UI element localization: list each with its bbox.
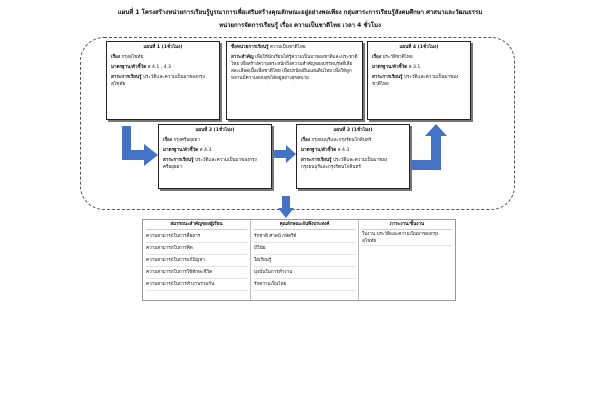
content-value: ประวัติและความเป็นมาของกรุงธนบุรีและกรุง… xyxy=(301,158,388,170)
standard-label: มาตรฐาน/ตัวชี้วัด xyxy=(301,148,337,153)
unit-3-heading: แผนที่ 3 (1ชั่วโมง) xyxy=(333,128,373,133)
main-unit-box: ชื่อหน่วยการเรียนรู้ ความเป็นชาติไทย สาร… xyxy=(226,41,363,120)
unit-1-box: แผนที่ 1 (1ชั่วโมง) เรื่อง กรุงสุโขทัย ม… xyxy=(106,41,220,120)
unit-1-content: สาระการเรียนรู้ ประวัติและความเป็นมาของก… xyxy=(111,74,215,88)
content-value: ประวัติและความเป็นมาของกรุงสุโขทัย xyxy=(111,75,205,87)
key-concept-value: เพื่อให้นักเรียนได้รู้ความเป็นมาของชาติแ… xyxy=(231,55,358,81)
unit-name-label: ชื่อหน่วยการเรียนรู้ xyxy=(231,45,269,50)
unit-2-topic: เรื่อง กรุงศรีอยุธยา xyxy=(163,137,267,144)
standard-label: มาตรฐาน/ตัวชี้วัด xyxy=(111,65,147,70)
content-value: ประวัติและความเป็นมาของกรุงศรีอยุธยา xyxy=(163,158,257,170)
characteristic-item: รักความเป็นไทย xyxy=(254,279,355,291)
unit-3-standard: มาตรฐาน/ตัวชี้วัด ส 4.3 xyxy=(301,147,405,154)
competency-item: ความสามารถในการแก้ปัญหา xyxy=(146,255,247,267)
unit-1-heading: แผนที่ 1 (1ชั่วโมง) xyxy=(143,45,183,50)
competency-item: ความสามารถในการคิด xyxy=(146,243,247,255)
task-item: ใบงาน ประวัติและความเป็นมาของกรุงสุโขทัย xyxy=(362,231,452,246)
down-arrow-shape xyxy=(278,196,294,218)
content-label: สาระการเรียนรู้ xyxy=(301,158,332,163)
standard-value: ส 4.3 xyxy=(337,148,350,153)
summary-table: สมรรถนะสำคัญของผู้เรียน ความสามารถในการส… xyxy=(142,219,456,301)
characteristic-item: ใฝ่เรียนรู้ xyxy=(254,255,355,267)
standard-value: ส 3.1 xyxy=(408,65,421,70)
arrow-frame-to-bottom xyxy=(278,196,294,218)
competencies-header: สมรรถนะสำคัญของผู้เรียน xyxy=(146,221,247,230)
standard-label: มาตรฐาน/ตัวชี้วัด xyxy=(163,148,199,153)
unit-4-topic: เรื่อง ประวัติชาติไทย xyxy=(372,54,466,61)
arrow-unit3-to-unit4 xyxy=(411,124,447,170)
characteristic-item: มุ่งมั่นในการทำงาน xyxy=(254,267,355,279)
topic-value: ประวัติชาติไทย xyxy=(382,55,413,60)
unit-4-content: สาระการเรียนรู้ ประวัติและความเป็นมาของช… xyxy=(372,74,466,88)
bent-up-arrow-shape xyxy=(411,124,447,170)
bent-arrow-shape xyxy=(122,126,158,166)
standard-value: ส 4.1 , 4.3 xyxy=(147,65,171,70)
page-title: แผนที่ 1 โครงสร้างหน่วยการเรียนรู้บูรณาก… xyxy=(117,9,483,16)
unit-name-value: ความเป็นชาติไทย xyxy=(269,45,306,50)
topic-label: เรื่อง xyxy=(301,138,311,143)
unit-3-topic: เรื่อง กรุงธนบุรีและกรุงรัตนโกสินทร์ xyxy=(301,137,405,144)
content-label: สาระการเรียนรู้ xyxy=(372,75,403,80)
unit-frame xyxy=(80,37,515,210)
topic-value: กรุงสุโขทัย xyxy=(121,55,144,60)
unit-2-box: แผนที่ 2 (1ชั่วโมง) เรื่อง กรุงศรีอยุธยา… xyxy=(158,124,272,189)
unit-3-box: แผนที่ 3 (1ชั่วโมง) เรื่อง กรุงธนบุรีและ… xyxy=(296,124,410,189)
unit-4-standard: มาตรฐาน/ตัวชี้วัด ส 3.1 xyxy=(372,64,466,71)
tasks-header: ภาระงาน/ชิ้นงาน xyxy=(362,221,452,230)
key-concept-label: สาระสำคัญ xyxy=(231,55,254,60)
unit-4-heading: แผนที่ 4 (1ชั่วโมง) xyxy=(399,45,439,50)
unit-2-content: สาระการเรียนรู้ ประวัติและความเป็นมาของก… xyxy=(163,157,267,171)
page-subtitle: หน่วยการจัดการเรียนรู้ เรื่อง ความเป็นชา… xyxy=(219,22,381,29)
main-unit-heading: ชื่อหน่วยการเรียนรู้ ความเป็นชาติไทย xyxy=(231,44,358,51)
topic-label: เรื่อง xyxy=(372,55,382,60)
content-label: สาระการเรียนรู้ xyxy=(163,158,194,163)
standard-value: ส 4.3 xyxy=(199,148,212,153)
content-label: สาระการเรียนรู้ xyxy=(111,75,142,80)
content-value: ประวัติและความเป็นมาของชาติไทย xyxy=(372,75,459,87)
unit-2-heading: แผนที่ 2 (1ชั่วโมง) xyxy=(195,128,235,133)
characteristic-item: มีวินัย xyxy=(254,243,355,255)
unit-1-topic: เรื่อง กรุงสุโขทัย xyxy=(111,54,215,61)
unit-1-standard: มาตรฐาน/ตัวชี้วัด ส 4.1 , 4.3 xyxy=(111,64,215,71)
unit-2-standard: มาตรฐาน/ตัวชี้วัด ส 4.3 xyxy=(163,147,267,154)
topic-value: กรุงศรีอยุธยา xyxy=(173,138,200,143)
competency-item: ความสามารถในการสื่อสาร xyxy=(146,231,247,243)
unit-3-content: สาระการเรียนรู้ ประวัติและความเป็นมาของก… xyxy=(301,157,405,171)
right-arrow-shape xyxy=(273,145,296,163)
topic-value: กรุงธนบุรีและกรุงรัตนโกสินทร์ xyxy=(311,138,372,143)
topic-label: เรื่อง xyxy=(163,138,173,143)
characteristic-item: รักชาติ ศาสน์ กษัตริย์ xyxy=(254,231,355,243)
unit-4-box: แผนที่ 4 (1ชั่วโมง) เรื่อง ประวัติชาติไท… xyxy=(367,41,471,120)
characteristics-header: คุณลักษณะอันพึงประสงค์ xyxy=(254,221,355,230)
arrow-unit1-to-unit2 xyxy=(122,126,158,166)
competencies-column: สมรรถนะสำคัญของผู้เรียน ความสามารถในการส… xyxy=(143,220,251,300)
competency-item: ความสามารถในการใช้ทักษะชีวิต xyxy=(146,267,247,279)
main-unit-content: สาระสำคัญ เพื่อให้นักเรียนได้รู้ความเป็น… xyxy=(231,54,358,82)
arrow-unit2-to-unit3 xyxy=(273,145,296,163)
topic-label: เรื่อง xyxy=(111,55,121,60)
standard-label: มาตรฐาน/ตัวชี้วัด xyxy=(372,65,408,70)
tasks-column: ภาระงาน/ชิ้นงาน ใบงาน ประวัติและความเป็น… xyxy=(359,220,455,300)
characteristics-column: คุณลักษณะอันพึงประสงค์ รักชาติ ศาสน์ กษั… xyxy=(251,220,359,300)
competency-item: ความสามารถในการทำงานร่วมกัน xyxy=(146,279,247,291)
